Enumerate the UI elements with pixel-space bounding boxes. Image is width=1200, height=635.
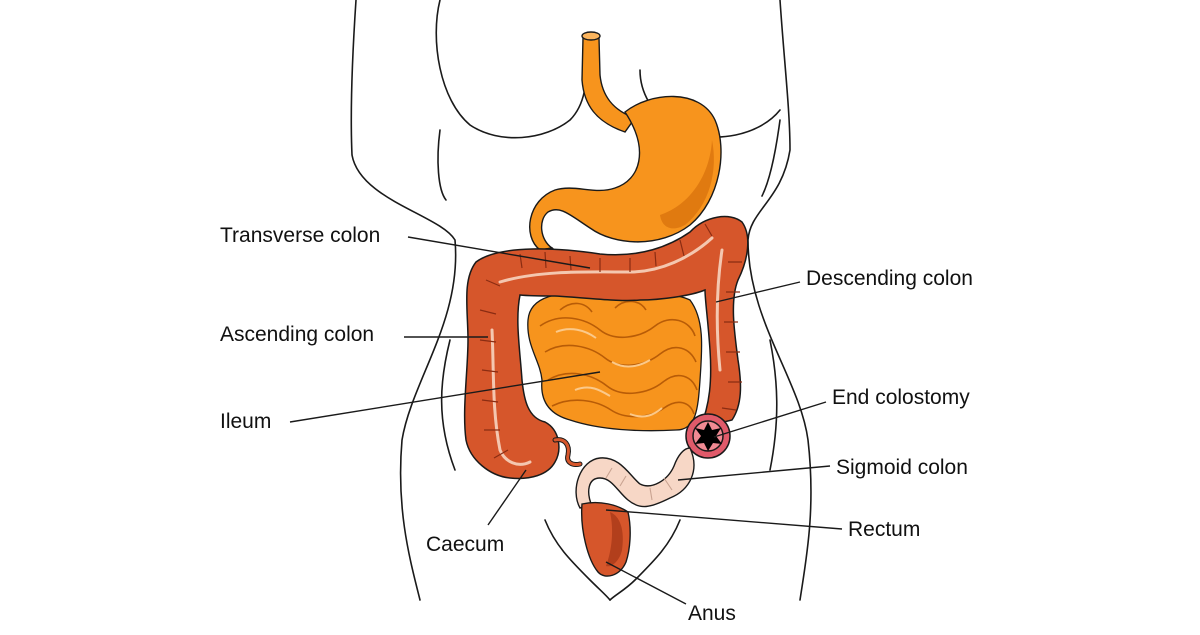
esophagus-opening <box>581 31 601 41</box>
right-hip-crease <box>769 339 778 471</box>
sigmoid-folds <box>605 467 673 501</box>
intestine-loops <box>539 300 698 418</box>
label-ileum: Ileum <box>220 410 272 433</box>
colon-body <box>463 215 749 480</box>
label-transverse-colon: Transverse colon <box>220 224 381 247</box>
left-hip-crease <box>440 339 456 471</box>
left-breast <box>435 0 587 139</box>
colon <box>463 215 749 480</box>
leader-rectum <box>605 509 843 530</box>
leader-caecum <box>487 469 527 526</box>
appendix-fill <box>553 438 582 466</box>
intestine-highlights <box>555 328 663 418</box>
pelvis-right <box>609 519 681 601</box>
leader-anus <box>605 561 687 605</box>
body-outline <box>350 0 812 601</box>
leader-ileum <box>289 371 601 423</box>
label-caecum: Caecum <box>426 533 505 556</box>
rectum-shade <box>606 512 623 567</box>
label-ascending-colon: Ascending colon <box>220 323 375 346</box>
stomach-shade <box>660 140 714 229</box>
esophagus <box>581 37 637 133</box>
label-rectum: Rectum <box>848 518 921 541</box>
label-anus: Anus <box>688 602 736 625</box>
leader-lines <box>289 236 843 605</box>
stoma-opening <box>695 422 722 451</box>
leader-descending-colon <box>715 281 801 303</box>
colon-haustra <box>479 223 742 459</box>
pelvis-left <box>544 519 611 601</box>
left-chest-curve <box>437 129 447 201</box>
rectum <box>580 501 631 577</box>
label-sigmoid-colon: Sigmoid colon <box>836 456 968 479</box>
torso-left-edge <box>350 0 457 601</box>
sigmoid-rectum <box>575 447 695 577</box>
leader-sigmoid-colon <box>677 465 831 481</box>
small-intestine-mass <box>527 293 703 432</box>
torso-right-edge <box>747 0 812 601</box>
sigmoid-colon <box>575 447 695 509</box>
stomach-group <box>529 31 722 251</box>
stoma <box>685 413 731 459</box>
leader-end-colostomy <box>713 401 827 438</box>
label-descending-colon: Descending colon <box>806 267 973 290</box>
right-chest-curve <box>761 119 781 197</box>
label-end-colostomy: End colostomy <box>832 386 970 409</box>
leader-transverse-colon <box>407 236 591 269</box>
